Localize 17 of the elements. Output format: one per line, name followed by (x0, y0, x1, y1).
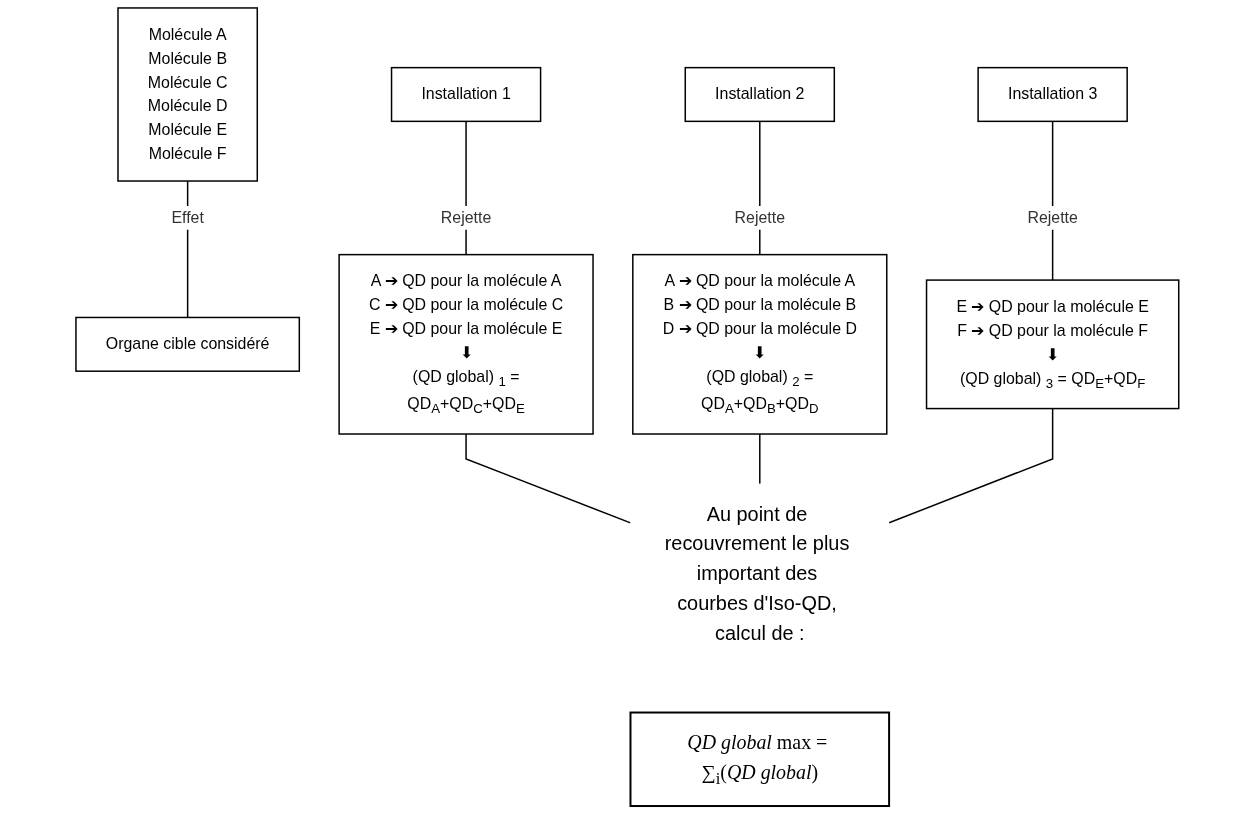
node-text: Au point de recouvrement le plus important des courbes d'Iso-QD, calcul de : (664, 502, 850, 644)
connector (888, 407, 1054, 524)
connector (759, 433, 761, 485)
node-box: Installation 2 (684, 66, 836, 123)
node-box: A ➔ QD pour la molécule A B ➔ QD pour la molécule B D ➔ QD pour la molécule D ⬇ (QD global) $_{2}$ = QD$_{A}$+QD$_{B}$+QD$_{D}$ (632, 253, 888, 435)
node-box: Installation 3 (977, 66, 1129, 123)
connector (465, 433, 632, 524)
node-box: Installation 1 (390, 66, 542, 123)
edge-label: Effet (171, 208, 205, 226)
node-box: Organe cible considéré (75, 316, 301, 372)
node-box: A ➔ QD pour la molécule A C ➔ QD pour la molécule C E ➔ QD pour la molécule E ⬇ (QD global) $_{1}$ = QD$_{A}$+QD$_{C}$+QD$_{E}$ (338, 253, 594, 435)
edge-label: Rejette (734, 208, 786, 226)
edge-label: Rejette (441, 208, 492, 226)
node-box: E ➔ QD pour la molécule E F ➔ QD pour la molécule F ⬇ (QD global) $_{3}$ = QD$_{E}$+QD$_{F}$ (925, 279, 1180, 410)
node-box: QD global max = ∑$_{i}$(QD global) (629, 711, 891, 808)
node-box: Molécule A Molécule B Molécule C Molécule D Molécule E Molécule F (117, 7, 259, 182)
edge-label: Rejette (1027, 208, 1079, 226)
